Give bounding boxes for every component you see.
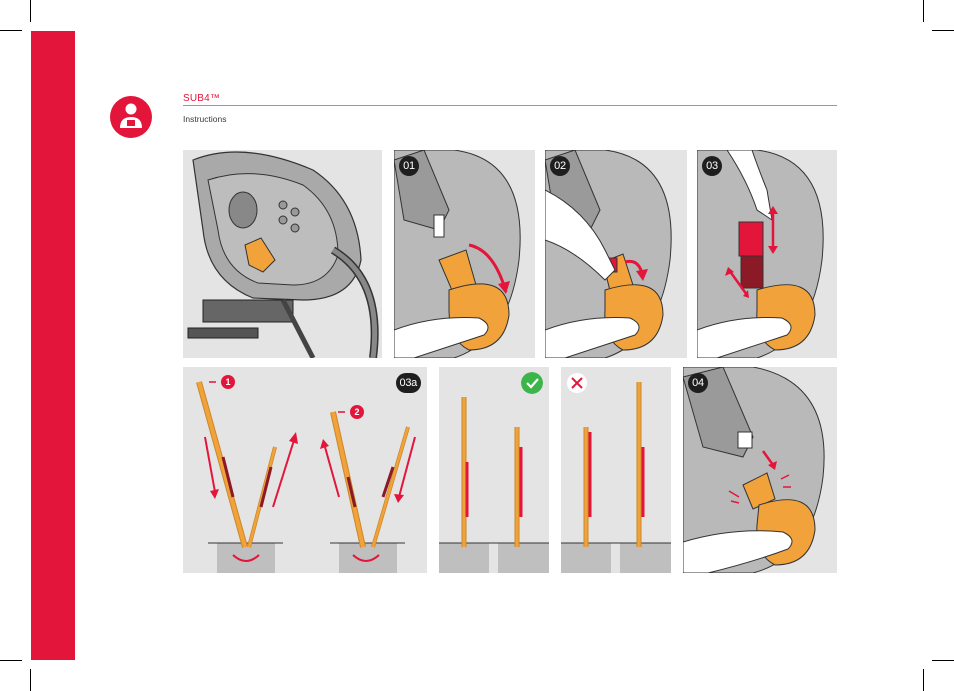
- crop-mark: [30, 0, 31, 22]
- step-04-illustration: [683, 367, 837, 573]
- panel-overview: [183, 150, 382, 358]
- step-02-illustration: [545, 150, 687, 358]
- callout-1: 1: [221, 375, 235, 389]
- header-divider: [183, 105, 837, 106]
- incorrect-fit-illustration: [561, 367, 671, 573]
- crop-mark: [923, 0, 924, 22]
- step-01-illustration: [394, 150, 535, 358]
- panel-step-04: 04: [683, 367, 837, 573]
- correct-fit-illustration: [439, 367, 549, 573]
- crop-mark: [0, 30, 22, 31]
- crop-mark: [932, 660, 954, 661]
- panel-step-03: 03: [697, 150, 837, 358]
- panel-correct-fit: [439, 367, 549, 573]
- person-manual-icon: [110, 96, 152, 138]
- step-03a-illustration: [183, 367, 427, 573]
- crop-mark: [30, 669, 31, 691]
- step-number-02: 02: [550, 156, 570, 176]
- page-title: SUB4™: [183, 93, 220, 104]
- step-03-illustration: [697, 150, 837, 358]
- page-subtitle: Instructions: [183, 114, 226, 124]
- brand-side-bar: [31, 31, 75, 660]
- panel-incorrect-fit: [561, 367, 671, 573]
- step-number-04: 04: [688, 373, 708, 393]
- crop-mark: [923, 669, 924, 691]
- overview-illustration: [183, 150, 382, 358]
- crop-mark: [932, 30, 954, 31]
- cross-icon: [566, 372, 588, 394]
- panel-step-02: 02: [545, 150, 687, 358]
- crop-mark: [0, 660, 22, 661]
- check-icon: [521, 372, 543, 394]
- step-number-03a: 03a: [396, 373, 421, 393]
- panel-step-01: 01: [394, 150, 535, 358]
- callout-2: 2: [350, 405, 364, 419]
- panel-step-03a: 1 2 03a: [183, 367, 427, 573]
- step-number-03: 03: [702, 156, 722, 176]
- step-number-01: 01: [399, 156, 419, 176]
